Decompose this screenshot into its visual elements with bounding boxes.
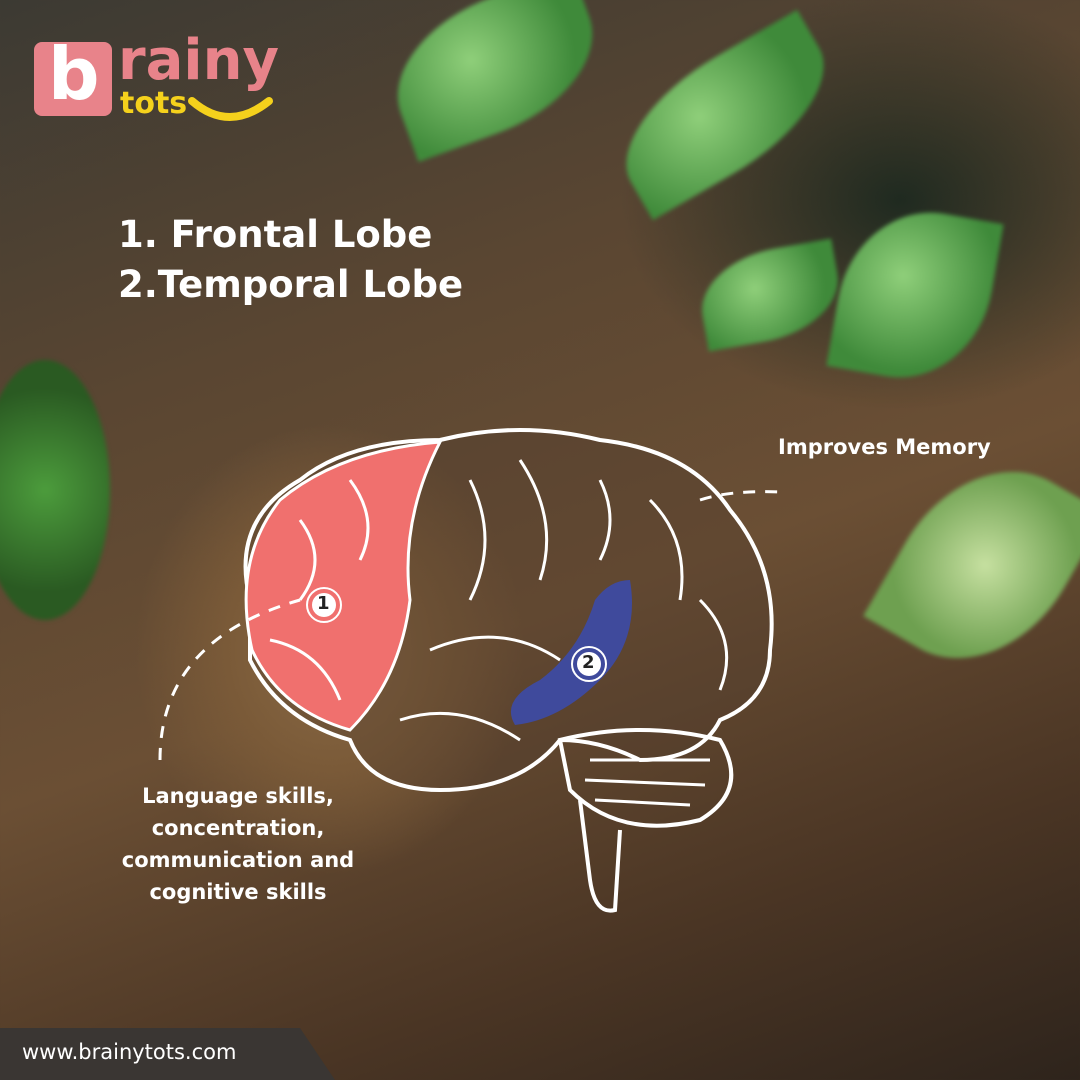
frontal-caption-line: communication and — [121, 848, 355, 872]
logo-text-tots: tots — [120, 86, 188, 121]
frontal-lobe — [244, 440, 443, 732]
marker-2-label: 2 — [582, 652, 595, 673]
lobe-item-frontal: 1. Frontal Lobe — [118, 213, 433, 256]
marker-2 — [571, 646, 607, 682]
temporal-lobe — [510, 580, 632, 725]
lobe-item-temporal: 2.Temporal Lobe — [118, 263, 464, 306]
logo-badge: b — [34, 34, 112, 116]
frontal-caption-line: concentration, — [151, 816, 325, 840]
website-link[interactable]: www.brainytots.com — [22, 1040, 237, 1064]
frontal-caption: Language skills, concentration, communic… — [70, 780, 406, 908]
lobe-list: 1. Frontal Lobe 2.Temporal Lobe — [118, 210, 463, 310]
brain-stem — [578, 799, 622, 913]
brain-folds — [269, 459, 729, 807]
dashed-connector-temporal — [699, 490, 781, 502]
logo-text-rainy: rainy — [118, 28, 279, 93]
marker-1-label: 1 — [317, 593, 330, 614]
dashed-connector-frontal — [158, 598, 301, 761]
marker-1 — [306, 587, 342, 623]
logo-letter: b — [48, 32, 100, 116]
smile-icon — [188, 97, 273, 121]
leaf-decoration — [0, 360, 110, 620]
footer-bar: www.brainytots.com — [0, 1028, 335, 1080]
frontal-caption-line: cognitive skills — [149, 880, 327, 904]
temporal-caption: Improves Memory — [778, 435, 991, 459]
logo: b rainy tots — [34, 28, 324, 128]
frontal-caption-line: Language skills, — [142, 784, 334, 808]
cerebellum — [557, 728, 734, 828]
